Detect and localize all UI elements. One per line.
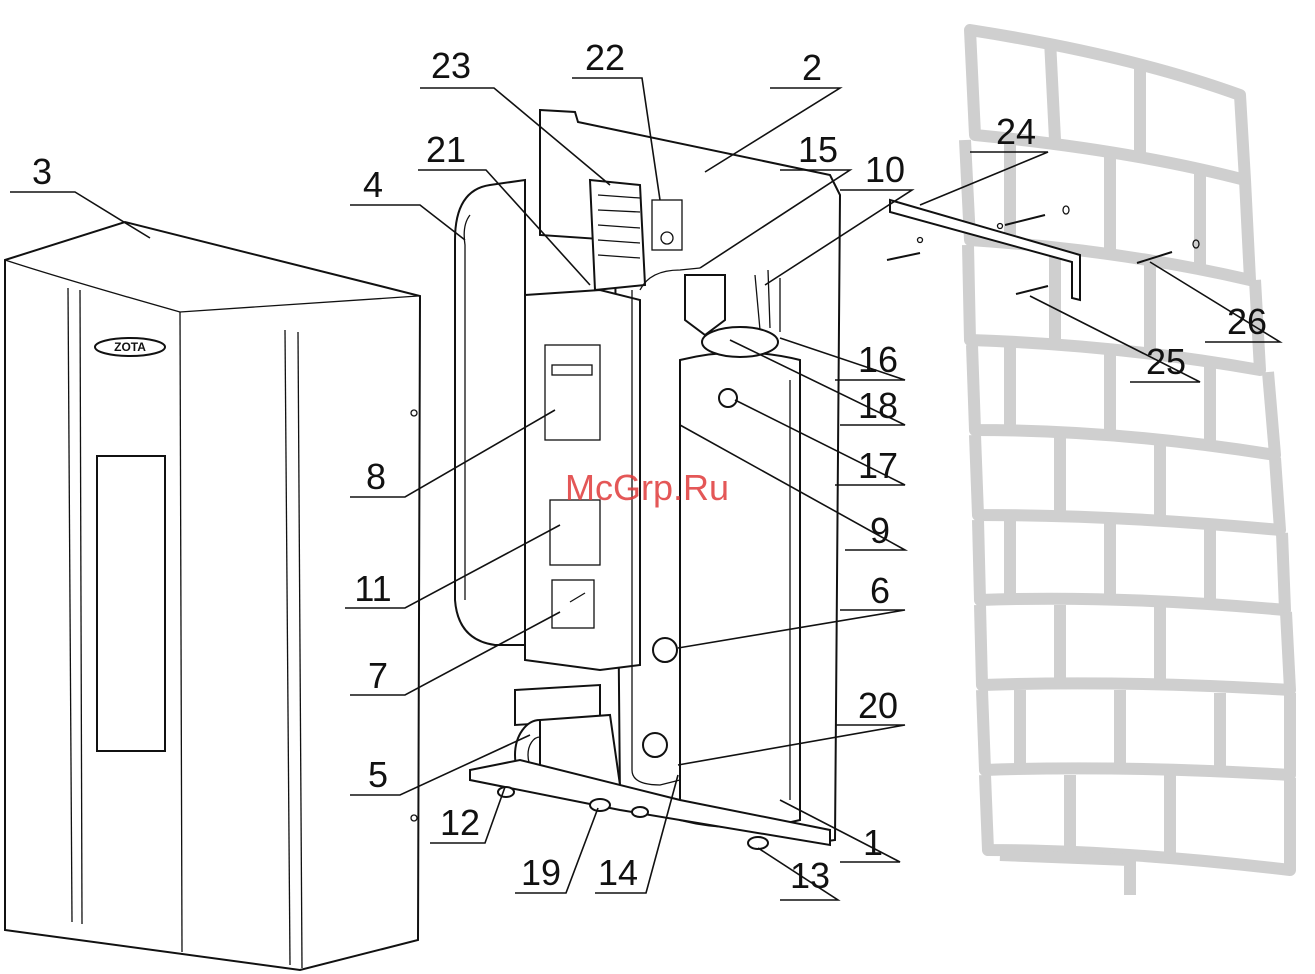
callout-24: 24 [996, 111, 1036, 152]
callout-20: 20 [858, 685, 898, 726]
callout-22: 22 [585, 37, 625, 78]
callout-4: 4 [363, 164, 383, 205]
callout-23: 23 [431, 45, 471, 86]
callout-2: 2 [802, 47, 822, 88]
callout-14: 14 [598, 852, 638, 893]
callout-3: 3 [32, 151, 52, 192]
callout-6: 6 [870, 570, 890, 611]
callout-8: 8 [366, 456, 386, 497]
callout-12: 12 [440, 802, 480, 843]
callout-21: 21 [426, 129, 466, 170]
callout-25: 25 [1146, 341, 1186, 382]
callout-13: 13 [790, 855, 830, 896]
callout-16: 16 [858, 339, 898, 380]
brick-wall [965, 30, 1290, 895]
callout-10: 10 [865, 149, 905, 190]
callout-17: 17 [858, 445, 898, 486]
callout-19: 19 [521, 852, 561, 893]
callout-1: 1 [863, 822, 883, 863]
zota-logo-text: ZOTA [114, 340, 146, 354]
watermark-text: McGrp.Ru [565, 467, 729, 508]
callout-15: 15 [798, 129, 838, 170]
callout-7: 7 [368, 655, 388, 696]
callout-26: 26 [1227, 301, 1267, 342]
callout-18: 18 [858, 385, 898, 426]
callout-9: 9 [870, 510, 890, 551]
callout-5: 5 [368, 754, 388, 795]
callout-11: 11 [354, 568, 391, 609]
